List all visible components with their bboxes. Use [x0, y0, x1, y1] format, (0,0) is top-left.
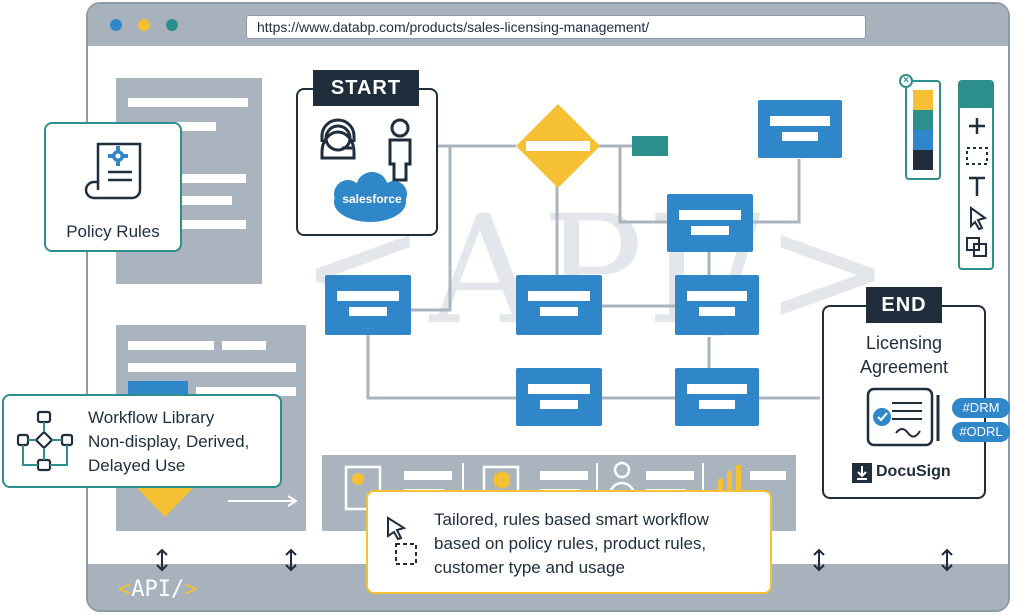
url-bar[interactable]: https://www.databp.com/products/sales-li…	[246, 15, 866, 39]
palette-swatch-yellow[interactable]	[913, 90, 933, 110]
usage-chart-icon	[718, 465, 741, 493]
palette-swatch-blue[interactable]	[913, 130, 933, 150]
window-dot-teal[interactable]	[166, 19, 178, 31]
drm-tag[interactable]: #DRM	[952, 398, 1010, 418]
policy-document-icon	[84, 142, 142, 200]
workflow-library-callout: Workflow Library Non-display, Derived, D…	[2, 394, 282, 488]
workflow-node[interactable]	[667, 194, 753, 252]
window-dot-blue[interactable]	[110, 19, 122, 31]
policy-rules-label: Policy Rules	[66, 222, 160, 241]
docusign-logo: DocuSign	[852, 461, 962, 485]
download-icon	[852, 463, 872, 483]
workflow-flowchart-icon	[16, 410, 74, 472]
close-icon[interactable]: ×	[899, 74, 913, 88]
workflow-library-line2: Non-display, Derived,	[88, 432, 250, 451]
start-label: START	[313, 70, 419, 106]
palette-swatch-teal[interactable]	[913, 110, 933, 130]
select-cursor-icon	[387, 516, 417, 565]
workflow-node[interactable]	[758, 100, 842, 158]
yellow-diamond-partial	[136, 487, 194, 517]
policy-rules-callout: Policy Rules	[44, 122, 182, 252]
end-label: END	[866, 287, 942, 323]
odrl-tag[interactable]: #ODRL	[952, 422, 1010, 442]
pointer-icon	[970, 206, 988, 231]
tool-bar	[958, 80, 994, 270]
window-dot-yellow[interactable]	[138, 19, 150, 31]
workflow-node[interactable]	[516, 368, 602, 426]
decision-diamond[interactable]	[514, 102, 602, 190]
palette-swatch-navy[interactable]	[913, 150, 933, 170]
footer-api-label: <API/>	[118, 577, 198, 602]
resize-handle-icon[interactable]	[811, 548, 827, 572]
tooltip-line1: Tailored, rules based smart workflow	[434, 510, 709, 529]
plus-icon	[969, 118, 985, 134]
resize-handle-icon[interactable]	[939, 548, 955, 572]
salesforce-logo	[334, 172, 407, 222]
docusign-logo-text: DocuSign	[876, 463, 951, 480]
teal-connector-chip	[632, 136, 668, 156]
workflow-node[interactable]	[516, 275, 602, 335]
person-icon	[388, 118, 412, 182]
end-title-line2: Agreement	[859, 357, 949, 377]
start-card: salesforce	[296, 88, 438, 236]
salesforce-logo-text: salesforce	[342, 192, 402, 206]
layers-icon	[966, 237, 987, 257]
text-tool-icon	[969, 176, 985, 196]
end-title-line1: Licensing	[865, 333, 943, 353]
tooltip-line2: based on policy rules, product rules,	[434, 534, 707, 553]
workflow-library-line3: Delayed Use	[88, 456, 186, 475]
workflow-node[interactable]	[675, 368, 759, 426]
contact-icons	[320, 118, 412, 222]
end-card: Licensing Agreement DocuSign	[822, 305, 986, 499]
tooltip-line3: customer type and usage	[434, 558, 625, 577]
toolbar-header	[960, 82, 992, 108]
arrow-right-icon	[228, 495, 298, 507]
workflow-tooltip: Tailored, rules based smart workflow bas…	[366, 490, 772, 594]
workflow-library-title: Workflow Library	[88, 408, 215, 427]
color-palette	[905, 80, 941, 180]
headset-agent-icon	[320, 118, 356, 160]
browser-titlebar: https://www.databp.com/products/sales-li…	[88, 4, 1008, 46]
marquee-select-icon	[966, 147, 988, 165]
signed-agreement-icon	[866, 387, 940, 447]
resize-handle-icon[interactable]	[154, 548, 170, 572]
resize-handle-icon[interactable]	[283, 548, 299, 572]
workflow-node[interactable]	[325, 275, 411, 335]
workflow-node[interactable]	[675, 275, 759, 335]
